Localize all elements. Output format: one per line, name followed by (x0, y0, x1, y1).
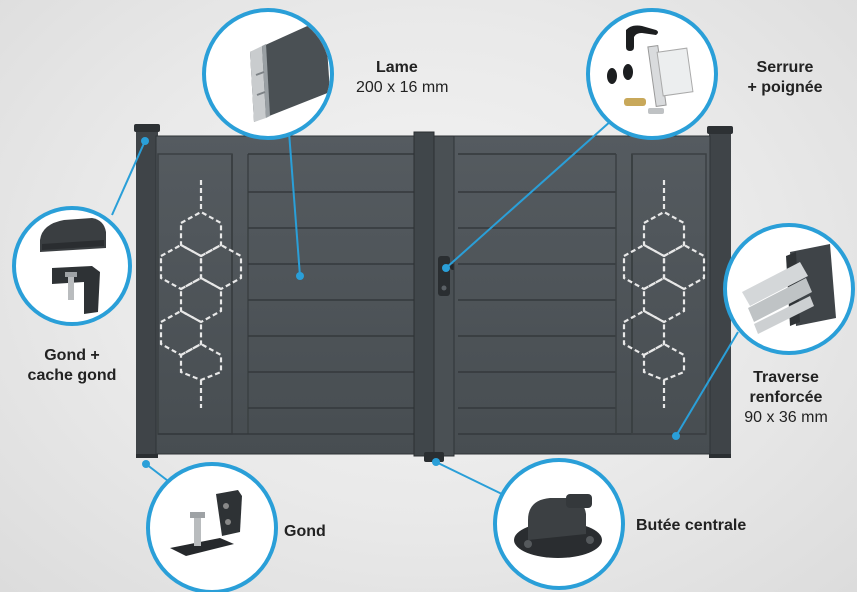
gate (134, 124, 733, 462)
gond-cache-label: Gond + cache gond (10, 346, 134, 386)
gond-title: Gond (284, 523, 326, 540)
butee-label: Butée centrale (636, 516, 746, 536)
serrure-title-line1: Serrure (756, 59, 814, 76)
lame-dimensions: 200 x 16 mm (356, 79, 449, 96)
butee-title: Butée centrale (636, 517, 747, 534)
lock-and-handle-kit-icon (607, 25, 694, 114)
callout-lines (111, 119, 739, 497)
gond-label: Gond (284, 522, 326, 542)
gond-cache-title-line1: Gond + (44, 347, 100, 364)
gond-cache-title-line2: cache gond (27, 367, 117, 384)
serrure-title-line2: + poignée (747, 79, 823, 96)
aluminium-slat-profile-icon (250, 18, 330, 122)
butee-callout-circle (493, 458, 625, 590)
left-post (136, 128, 158, 456)
central-gate-stop-icon (514, 494, 602, 558)
right-gate-leaf (453, 135, 711, 455)
hinge-bracket-icon (170, 490, 242, 556)
left-post-cap (134, 124, 160, 132)
left-gate-leaf (155, 135, 419, 455)
right-post-cap (707, 126, 733, 134)
callout-dots (141, 137, 680, 468)
traverse-label: Traverse renforcée 90 x 36 mm (726, 368, 846, 428)
traverse-dimensions: 90 x 36 mm (744, 409, 828, 426)
traverse-title-line2: renforcée (749, 389, 823, 406)
hexagon-pattern-left (159, 180, 243, 408)
serrure-label: Serrure + poignée (730, 58, 840, 98)
reinforced-crossbar-profile-icon (742, 244, 836, 334)
hexagon-pattern-right (622, 180, 706, 408)
right-post (709, 130, 731, 456)
lame-title: Lame (376, 59, 418, 76)
gond-callout-circle (146, 462, 278, 592)
traverse-title-line1: Traverse (753, 369, 819, 386)
lame-label: Lame 200 x 16 mm (356, 58, 448, 98)
traverse-callout-circle (723, 223, 855, 355)
lame-callout-circle (202, 8, 334, 140)
hinge-with-cover-icon (40, 218, 106, 314)
serrure-callout-circle (586, 8, 718, 140)
central-stile-left (413, 131, 435, 457)
gond-cache-callout-circle (12, 206, 132, 326)
